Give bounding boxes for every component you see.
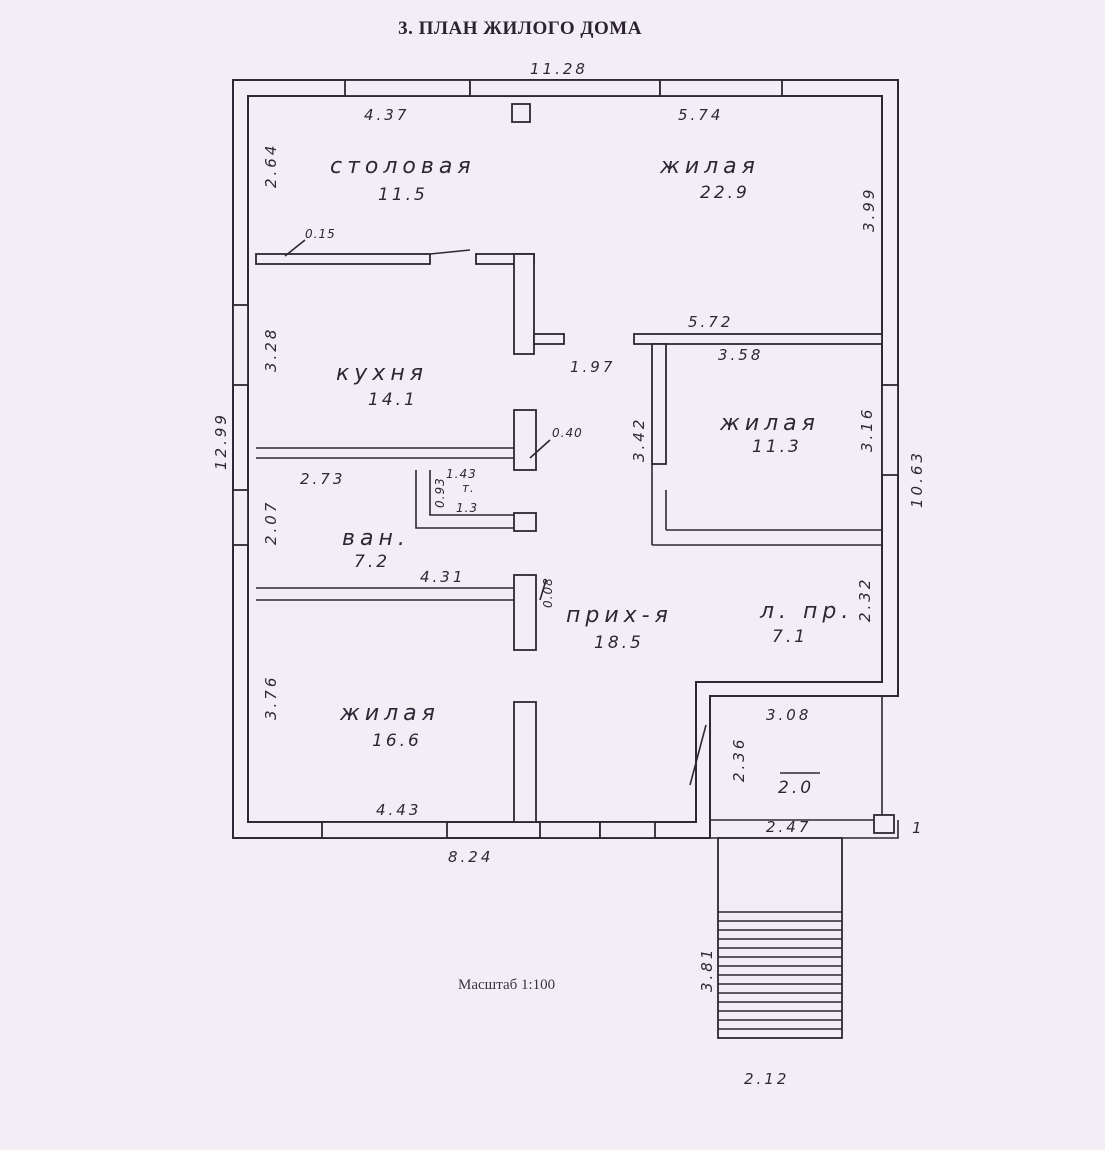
dim-door-gap: 0.08 (541, 577, 555, 608)
dim-right-zhilaya1: 3.99 (860, 187, 878, 232)
dim-steps-length: 3.81 (698, 947, 716, 992)
dim-top-total: 11.28 (530, 60, 588, 78)
dim-left-stolovaya: 2.64 (262, 143, 280, 188)
room-name-zhilaya-3: жилая (339, 701, 440, 726)
outer-wall-outer-line (232, 79, 899, 839)
dim-van-height: 2.07 (262, 500, 280, 545)
dim-zhilaya2-width: 3.58 (718, 346, 763, 364)
dim-zhilaya3-height: 3.76 (262, 675, 280, 720)
dim-corridor-top: 5.72 (688, 313, 733, 331)
room-area-zhilaya-3: 16.6 (372, 731, 422, 751)
porch-outline (710, 695, 883, 821)
room-name-kukhnya: кухня (336, 361, 428, 386)
dim-zhilaya3-width: 4.43 (376, 801, 421, 819)
room-area-prikh: 18.5 (594, 633, 644, 653)
dim-zhilaya2-left: 3.42 (630, 417, 648, 462)
dim-steps-width: 2.12 (744, 1070, 789, 1088)
page-title: 3. ПЛАН ЖИЛОГО ДОМА (398, 18, 642, 39)
room-name-van: ван. (342, 526, 410, 551)
porch-column (873, 814, 895, 834)
outer-wall-inner-line (247, 95, 883, 823)
dim-porch-top: 3.08 (766, 706, 811, 724)
room-area-lpr: 7.1 (772, 627, 808, 647)
room-name-lpr: л. пр. (759, 599, 853, 624)
dim-wall-thickness: 0.15 (305, 227, 336, 241)
room-area-zhilaya-2: 11.3 (752, 437, 802, 457)
dim-top-right: 5.74 (678, 106, 723, 124)
leader-lines (284, 239, 820, 774)
dimension-labels: 11.28 4.37 5.74 0.15 5.72 1.97 3.58 0.40… (300, 60, 925, 1088)
entrance-steps (717, 837, 843, 1039)
dim-van-width: 2.73 (300, 470, 345, 488)
dim-kukhnya-height: 3.28 (262, 327, 280, 372)
room-area-van: 7.2 (354, 552, 390, 572)
room-area-porch: 2.0 (778, 778, 814, 798)
dim-column-mark: 1 (912, 819, 925, 837)
room-name-t: т. (462, 481, 475, 495)
dim-zhilaya2-height: 3.16 (858, 407, 876, 452)
room-area-stolovaya: 11.5 (378, 185, 428, 205)
dim-porch-bottom: 2.47 (766, 818, 811, 836)
dim-partition: 0.40 (552, 426, 583, 440)
dim-t-depth: 0.93 (433, 477, 447, 508)
room-labels: столовая 11.5 жилая 22.9 кухня 14.1 жила… (330, 154, 853, 798)
room-area-zhilaya-1: 22.9 (700, 183, 750, 203)
room-area-t: 1.3 (456, 501, 478, 515)
room-name-prikh: прих-я (566, 603, 673, 628)
window-marks (232, 79, 899, 839)
dim-t-width: 1.43 (446, 467, 477, 481)
chimney (511, 103, 531, 123)
dim-lpr-height: 2.32 (856, 577, 874, 622)
dim-bottom-total: 8.24 (448, 848, 493, 866)
dim-total-height: 12.99 (212, 412, 230, 470)
dim-porch-side: 2.36 (730, 737, 748, 782)
room-name-zhilaya-2: жилая (719, 411, 820, 436)
room-area-kukhnya: 14.1 (368, 390, 418, 410)
dim-right-total: 10.63 (908, 450, 926, 508)
dim-corridor-width: 1.97 (570, 358, 615, 376)
vertical-dimension-labels: 2.64 3.99 3.28 12.99 3.16 3.42 10.63 0.9… (212, 143, 926, 992)
scale-note: Масштаб 1:100 (458, 977, 556, 993)
room-name-zhilaya-1: жилая (659, 154, 760, 179)
dim-corridor-lower: 4.31 (420, 568, 465, 586)
interior-walls (255, 103, 883, 823)
room-name-stolovaya: столовая (330, 154, 476, 179)
dim-top-left: 4.37 (364, 106, 409, 124)
